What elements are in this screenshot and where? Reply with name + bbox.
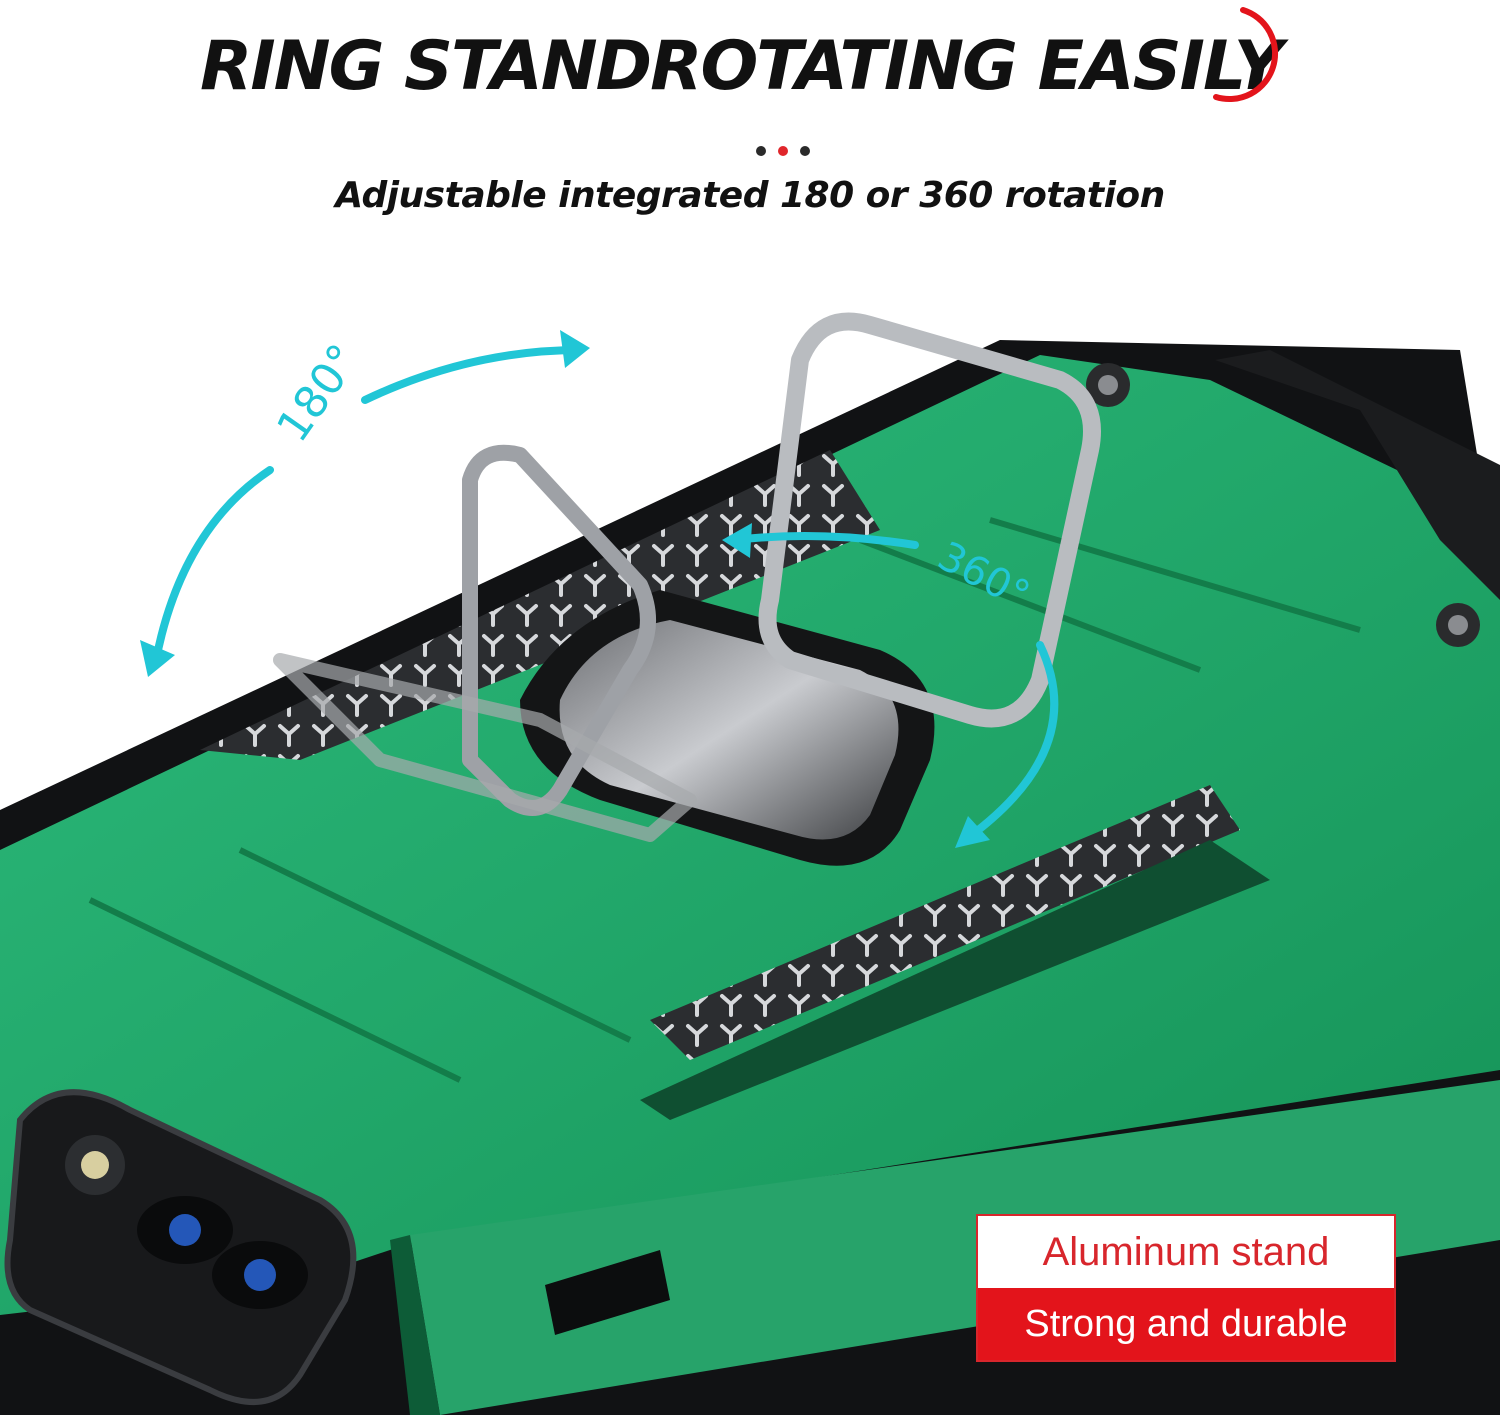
ring-stand-frames <box>273 312 1101 842</box>
rotation-180-label: 180° <box>267 335 370 451</box>
red-ring-icon <box>1213 7 1278 102</box>
dot-icon <box>778 146 788 156</box>
headline: RING STANDROTATING EASILY <box>200 27 1283 106</box>
separator-dots <box>756 146 820 160</box>
rotation-arrows <box>151 346 1059 844</box>
dot-icon <box>756 146 766 156</box>
badge-title: Aluminum stand <box>1042 1230 1330 1274</box>
phone-case-illustration: 180° 360° <box>0 312 1500 1415</box>
feature-badge: Aluminum stand Strong and durable <box>976 1214 1396 1362</box>
badge-subtitle: Strong and durable <box>978 1288 1394 1360</box>
dot-icon <box>800 146 810 156</box>
screws <box>1086 363 1480 647</box>
arrow-heads <box>140 330 990 848</box>
subtitle: Adjustable integrated 180 or 360 rotatio… <box>335 175 1165 216</box>
camera-module <box>4 1089 357 1405</box>
case-ridges <box>88 517 1361 1083</box>
